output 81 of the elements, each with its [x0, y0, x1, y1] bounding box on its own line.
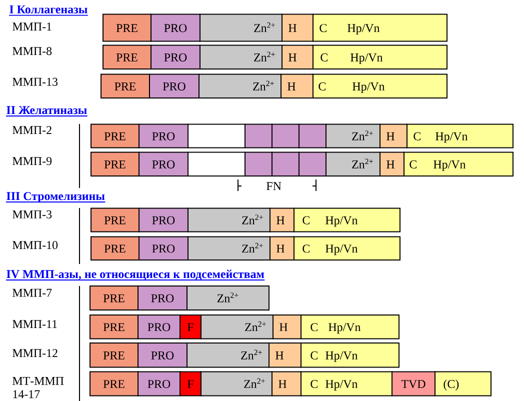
domain-box: PRE — [90, 208, 140, 232]
domain-box: H — [282, 14, 314, 42]
domain-box — [244, 152, 272, 176]
domain-box: Zn$^{2+}$ — [188, 208, 270, 232]
domain-box: H — [282, 44, 314, 70]
domain-box — [188, 124, 246, 148]
domain-box: H — [272, 371, 302, 396]
domain-box: PRE — [90, 236, 140, 260]
row-label: ММП-1 — [12, 22, 52, 30]
domain-box: H — [270, 236, 294, 260]
domain-box: Zn$^{2+}$ — [188, 236, 270, 260]
domain-box: Zn$^{2+}$ — [186, 286, 270, 310]
row-label: МТ-ММП 14-17 — [12, 377, 64, 398]
domain-box: PRO — [138, 124, 188, 148]
row-label: ММП-10 — [12, 241, 58, 250]
domain-box: Zn$^{2+}$ — [200, 44, 282, 70]
domain-box: Zn$^{2+}$ — [200, 314, 274, 340]
row-label: ММП-12 — [12, 349, 58, 357]
domain-box — [272, 152, 300, 176]
section-heading: I Коллагеназы — [8, 5, 88, 16]
domain-box — [298, 124, 326, 148]
domain-box: C Hp/Vn — [294, 208, 400, 232]
domain-box: C Hp/Vn — [312, 74, 448, 98]
section-heading: IV ММП-азы, не относящиеся к подсемействам — [6, 270, 266, 280]
domain-box: PRE — [90, 152, 140, 176]
domain-box: C Hp/Vn — [404, 152, 514, 176]
domain-box: PRE — [90, 124, 140, 148]
section-heading: III Стромелизины — [6, 192, 106, 203]
domain-box: PRE — [102, 44, 152, 70]
section-heading: II Желатиназы — [6, 106, 88, 116]
domain-box: Zn$^{2+}$ — [186, 342, 270, 368]
domain-box: PRO — [138, 314, 180, 340]
domain-box: H — [380, 124, 408, 148]
domain-box: H — [268, 342, 302, 368]
domain-box: Zn$^{2+}$ — [200, 14, 282, 42]
row-label: ММП-9 — [12, 157, 52, 166]
domain-box: PRO — [138, 342, 188, 368]
domain-box: Zn$^{2+}$ — [198, 74, 282, 98]
domain-box: PRO — [138, 236, 188, 260]
domain-box: PRE — [90, 286, 138, 310]
domain-box: C Hp/Vn — [312, 44, 448, 70]
domain-box: PRO — [150, 44, 200, 70]
row-label: ММП-8 — [12, 47, 52, 56]
domain-box: PRE — [90, 371, 138, 396]
row-label: ММП-7 — [12, 288, 52, 297]
domain-box: H — [380, 152, 404, 176]
domain-box — [298, 152, 326, 176]
domain-box: PRO — [138, 371, 180, 396]
domain-box: PRE — [90, 342, 138, 368]
domain-box: PRE — [102, 14, 152, 42]
domain-box: C Hp/Vn — [312, 14, 448, 42]
domain-box: PRO — [150, 14, 200, 42]
domain-box: PRO — [138, 208, 188, 232]
domain-box: PRE — [90, 314, 138, 340]
domain-box: C Hp/Vn — [294, 236, 400, 260]
domain-box: H — [280, 74, 314, 98]
domain-box: C Hp/Vn — [300, 371, 392, 396]
domain-box: PRE — [100, 74, 150, 98]
domain-box: H — [270, 208, 294, 232]
domain-box: Zn$^{2+}$ — [326, 152, 380, 176]
row-label: ММП-13 — [12, 78, 58, 86]
domain-box: H — [272, 314, 302, 340]
domain-box: (C) — [434, 371, 492, 396]
row-label: ММП-11 — [12, 320, 57, 328]
row-label: ММП-2 — [12, 126, 52, 134]
domain-box: PRO — [138, 152, 188, 176]
domain-box — [188, 152, 246, 176]
domain-box: C Hp/Vn — [300, 342, 400, 368]
domain-box: C Hp/Vn — [300, 314, 400, 340]
domain-box: PRO — [138, 286, 188, 310]
domain-box: F — [180, 371, 202, 396]
domain-box: Zn$^{2+}$ — [200, 371, 272, 396]
row-label: ММП-3 — [12, 210, 52, 218]
domain-box: C Hp/Vn — [406, 124, 514, 148]
domain-box: Zn$^{2+}$ — [326, 124, 380, 148]
domain-box: F — [180, 314, 202, 340]
domain-box: TVD — [392, 371, 436, 396]
domain-box — [244, 124, 272, 148]
domain-box: PRO — [149, 74, 200, 98]
bracket-label: FN — [266, 182, 282, 190]
domain-box — [272, 124, 300, 148]
